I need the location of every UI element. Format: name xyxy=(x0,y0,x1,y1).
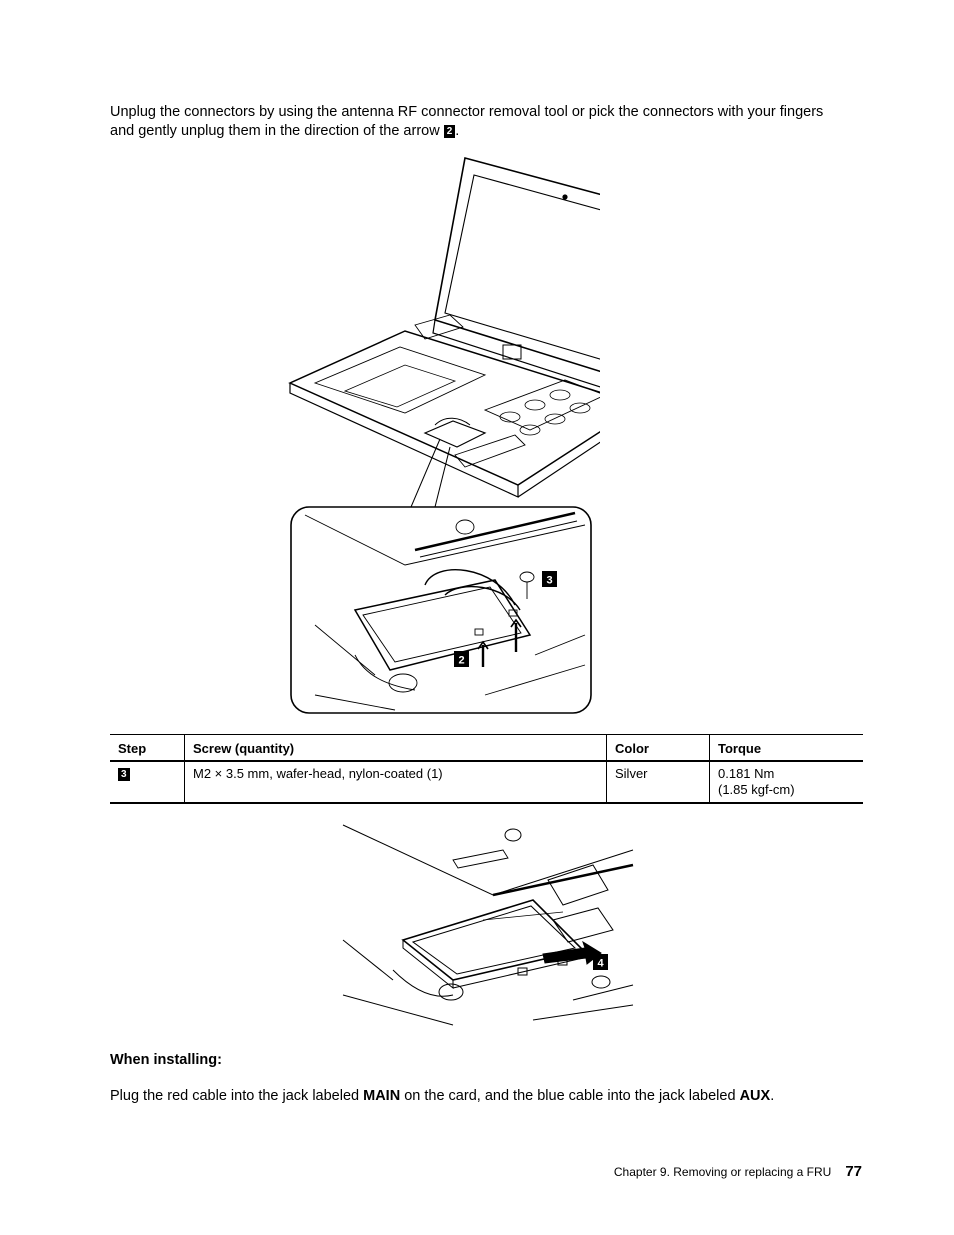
cell-screw: M2 × 3.5 mm, wafer-head, nylon-coated (1… xyxy=(184,761,607,804)
chapter-title: Chapter 9. Removing or replacing a FRU xyxy=(613,1165,832,1179)
torque-kgf: (1.85 kgf-cm) xyxy=(718,782,795,797)
aux-label: AUX xyxy=(739,1088,771,1104)
detail-inset xyxy=(290,506,592,714)
torque-nm: 0.181 Nm xyxy=(718,766,775,781)
header-color: Color xyxy=(606,734,710,762)
step-badge-3: 3 xyxy=(118,768,130,781)
card-removal-illustration: 4 xyxy=(342,824,634,1026)
card-slot xyxy=(423,420,487,448)
laptop-wireless-card-illustration: 2 3 xyxy=(288,157,600,714)
screw-icon xyxy=(519,571,535,583)
header-step: Step xyxy=(110,734,185,762)
webcam-icon xyxy=(562,194,568,200)
screw-spec-table: Step Screw (quantity) Color Torque 3 M2 … xyxy=(110,734,863,804)
callout-4: 4 xyxy=(597,958,604,970)
step-badge-2: 2 xyxy=(443,125,456,138)
intro-text: Unplug the connectors by using the anten… xyxy=(110,104,824,139)
callout-4-bg xyxy=(593,954,608,970)
installing-text-1: Plug the red cable into the jack labeled xyxy=(110,1088,364,1104)
installing-text-3: . xyxy=(770,1088,775,1104)
cell-step: 3 xyxy=(110,761,185,804)
callout-2-bg xyxy=(454,651,469,667)
wireless-card xyxy=(401,899,585,981)
table-row: 3 M2 × 3.5 mm, wafer-head, nylon-coated … xyxy=(110,761,863,804)
callout-3-bg xyxy=(542,571,557,587)
header-torque: Torque xyxy=(709,734,863,762)
table-header-row: Step Screw (quantity) Color Torque xyxy=(110,734,863,762)
screen-panel xyxy=(444,174,600,360)
main-label: MAIN xyxy=(363,1088,401,1104)
callout-2: 2 xyxy=(458,655,464,667)
hinge xyxy=(502,344,522,360)
intro-end: . xyxy=(455,123,460,139)
intro-paragraph: Unplug the connectors by using the anten… xyxy=(110,103,850,141)
wireless-card xyxy=(353,579,532,671)
installing-heading: When installing: xyxy=(110,1052,222,1068)
installing-paragraph: Plug the red cable into the jack labeled… xyxy=(110,1088,870,1104)
screen-bezel xyxy=(434,157,600,373)
page-number: 77 xyxy=(845,1163,862,1180)
page-footer: Chapter 9. Removing or replacing a FRU 77 xyxy=(560,1163,862,1180)
header-screw: Screw (quantity) xyxy=(184,734,607,762)
cell-color: Silver xyxy=(606,761,710,804)
cell-torque: 0.181 Nm (1.85 kgf-cm) xyxy=(709,761,863,804)
base-top xyxy=(288,330,600,486)
installing-text-2: on the card, and the blue cable into the… xyxy=(400,1088,740,1104)
callout-3: 3 xyxy=(546,575,552,587)
